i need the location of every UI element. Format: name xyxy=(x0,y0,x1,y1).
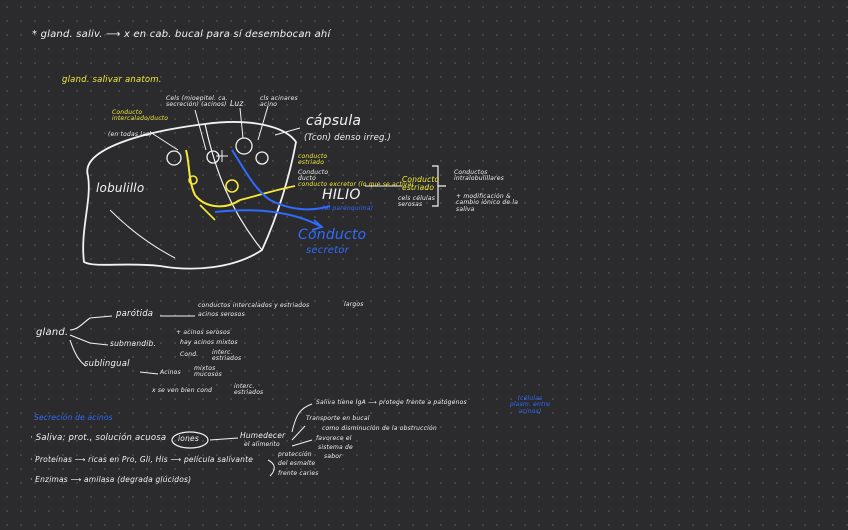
diagram-title: gland. salivar anatom. xyxy=(62,75,162,85)
subl-note-1: Acinos xyxy=(160,369,181,376)
secretion-taste-note: sabor xyxy=(324,453,342,460)
label-striated-box: Conducto estriado xyxy=(402,175,440,192)
label-capsule: cápsula xyxy=(306,113,362,129)
label-parotid: parótida xyxy=(116,309,154,319)
subl-note-4: interc. estriados xyxy=(234,383,264,397)
secretion-row-enzymes: · Enzimas ⟶ amilasa (degrada glúcidos) xyxy=(30,475,192,484)
acinus-1 xyxy=(166,150,182,166)
protein-note-1: protección xyxy=(278,451,312,458)
protein-note-3: frente caries xyxy=(278,470,319,477)
acinus-3 xyxy=(235,137,253,155)
sub-note-1: + acinos serosos xyxy=(176,329,231,336)
sub-note-2: hay acinos mixtos xyxy=(180,339,238,346)
side-note-modification: + modificación & cambio iónico de la sal… xyxy=(456,193,519,213)
parotid-note-1: conductos intercalados y estriados xyxy=(198,302,310,309)
secretion-transport-note: Transporte en bucal xyxy=(306,415,370,422)
subl-note-2: mixtos mucosos xyxy=(194,365,222,379)
intercalated-duct-stroke xyxy=(185,149,241,208)
secretion-obstruction-note: como disminución de la obstrucción xyxy=(322,425,437,432)
secretory-duct-arrow xyxy=(214,209,321,227)
arrow-sublingual xyxy=(69,339,87,367)
duct-branch xyxy=(199,204,216,221)
header-note: * gland. saliv. ⟶ x en cab. bucal para s… xyxy=(32,29,331,40)
parotid-note-3: largos xyxy=(344,301,364,308)
brace-protein xyxy=(267,459,275,477)
label-secretory-duct: Conducto xyxy=(298,227,367,243)
protein-note-2: del esmalte xyxy=(278,460,316,467)
pointer-1 xyxy=(149,131,179,151)
side-note-intralobular: Conductos intralobulillares xyxy=(454,169,504,183)
label-intercalated-note: (en todas las) xyxy=(108,131,152,138)
acinus-mark xyxy=(216,150,228,162)
label-submandibular: submandib. xyxy=(110,339,157,348)
arrow-parotid xyxy=(69,315,113,331)
secretion-humedecer: Humedecer xyxy=(240,431,286,440)
ions-circle xyxy=(171,431,209,449)
secretion-favorece-note: favorece el xyxy=(316,435,352,442)
arrow-submandibular xyxy=(69,334,109,346)
acinus-2 xyxy=(206,150,220,164)
sub-note-3: Cond. xyxy=(180,351,199,358)
secretory-arrowhead xyxy=(311,219,324,231)
side-note-serous: cels células serosas xyxy=(398,195,436,209)
label-secretory-duct-2: secretor xyxy=(306,245,349,256)
secretion-title: Secreción de acinos xyxy=(34,413,113,422)
secretory-duct-stroke xyxy=(231,149,331,211)
label-sublingual: sublingual xyxy=(84,359,130,369)
label-hilum: HILIO xyxy=(322,187,361,203)
brace-saliva-2 xyxy=(291,425,306,441)
lobule-inner-line xyxy=(109,209,176,259)
side-bracket xyxy=(432,165,446,207)
duct-lumen-2 xyxy=(225,179,239,193)
secretion-humedecer-2: el alimento xyxy=(244,441,280,448)
subl-note-3: x se ven bien cond xyxy=(152,387,213,394)
brace-saliva xyxy=(291,403,313,433)
sub-note-4: interc. estriados xyxy=(212,349,242,363)
arrow-sublingual-note xyxy=(139,371,159,375)
label-lobule: lobulillo xyxy=(96,181,145,195)
label-gland: gland. xyxy=(36,327,69,338)
acinus-4 xyxy=(255,151,269,165)
label-acinar-cells: cls acinares acino xyxy=(260,95,298,109)
lobule-septum xyxy=(204,123,263,251)
label-intercalated-duct: Conducto intercalado/ducto xyxy=(112,109,169,123)
parotid-note-2: acinos serosos xyxy=(198,311,245,318)
arrow-humedecer xyxy=(209,437,239,441)
secretion-plasma-cells-note: (células plasm. entre acinos) xyxy=(509,395,551,415)
brace-saliva-3 xyxy=(291,439,313,447)
pointer-3 xyxy=(239,107,244,139)
label-striated-small: conducto estriado xyxy=(298,153,328,167)
pointer-capsule xyxy=(274,127,301,136)
secretion-system-note: sistema de xyxy=(318,444,353,451)
label-cells-note: Cels (mioepitel. ca. secreción) (acinos) xyxy=(166,95,228,109)
secretion-row-proteins: · Proteínas ⟶ ricas en Pro, Gli, His ⟶ p… xyxy=(30,455,254,464)
lobule-outline xyxy=(82,121,297,270)
label-duct: Conducto ducto xyxy=(298,169,329,183)
secretion-ions: iones xyxy=(178,434,199,443)
striated-duct-stroke xyxy=(239,185,296,201)
label-capsule-tissue: (Tcon) denso irreg.) xyxy=(304,133,392,143)
label-excretory-small: conducto excretor (lo que se activa) xyxy=(298,181,414,188)
duct-lumen-1 xyxy=(188,175,198,185)
secretion-iga-note: Saliva tiene IgA ⟶ protege frente a pató… xyxy=(316,399,467,406)
label-lumen: Luz xyxy=(230,99,244,108)
secretion-row-saliva: · Saliva: prot., solución acuosa xyxy=(30,433,167,443)
pointer-4 xyxy=(257,105,269,141)
pointer-2 xyxy=(194,109,207,151)
label-blue-parenchyma: (al parénquima) xyxy=(322,205,374,212)
